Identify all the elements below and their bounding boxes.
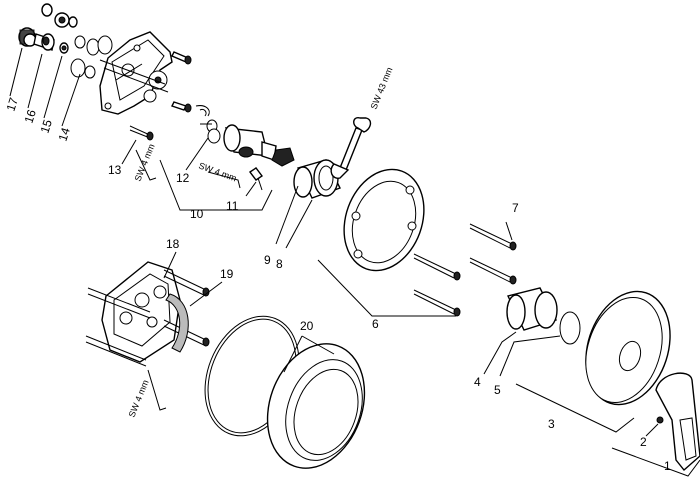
callout-14: 14 bbox=[56, 126, 74, 143]
tool-label-sw4-c: SW 4 mm bbox=[127, 378, 151, 418]
callout-20: 20 bbox=[300, 319, 314, 333]
cartridge bbox=[200, 119, 295, 167]
callout-16: 16 bbox=[22, 108, 40, 125]
callout-4: 4 bbox=[474, 375, 481, 389]
rosette bbox=[585, 290, 671, 406]
callout-6: 6 bbox=[372, 317, 379, 331]
callout-18: 18 bbox=[166, 237, 180, 251]
callout-15: 15 bbox=[38, 118, 56, 135]
callout-11: 11 bbox=[226, 199, 239, 213]
screw-11 bbox=[248, 167, 264, 191]
callout-9: 9 bbox=[264, 253, 271, 267]
callout-labels: 17 16 15 14 13 12 11 10 9 8 6 7 4 5 3 2 … bbox=[4, 96, 671, 473]
callout-7: 7 bbox=[512, 201, 519, 215]
sleeve-4 bbox=[506, 287, 581, 345]
tool-label-sw4-b: SW 4 mm bbox=[197, 160, 238, 183]
lever-handle bbox=[655, 372, 700, 472]
callout-3: 3 bbox=[548, 417, 555, 431]
mounting-plate bbox=[343, 168, 425, 272]
callout-10: 10 bbox=[190, 207, 204, 221]
rough-in-body bbox=[85, 261, 210, 367]
large-oring-and-ring bbox=[204, 315, 366, 469]
small-parts-top-left bbox=[18, 3, 113, 79]
callout-12: 12 bbox=[176, 171, 190, 185]
callout-2: 2 bbox=[640, 435, 647, 449]
extension-sleeve bbox=[293, 159, 341, 199]
tool-label-sw43: SW 43 mm bbox=[369, 66, 395, 111]
callout-13: 13 bbox=[108, 163, 122, 177]
valve-body bbox=[99, 31, 173, 115]
allen-key-icon bbox=[135, 149, 241, 411]
tool-label-sw4-a: SW 4 mm bbox=[133, 142, 157, 182]
long-bolts bbox=[413, 223, 517, 317]
callout-5: 5 bbox=[494, 383, 501, 397]
callout-8: 8 bbox=[276, 257, 283, 271]
spanner-icon bbox=[330, 117, 372, 179]
screws-top bbox=[129, 51, 210, 141]
leader-lines bbox=[9, 47, 700, 477]
callout-17: 17 bbox=[4, 96, 22, 113]
callout-1: 1 bbox=[664, 459, 671, 473]
callout-19: 19 bbox=[220, 267, 234, 281]
